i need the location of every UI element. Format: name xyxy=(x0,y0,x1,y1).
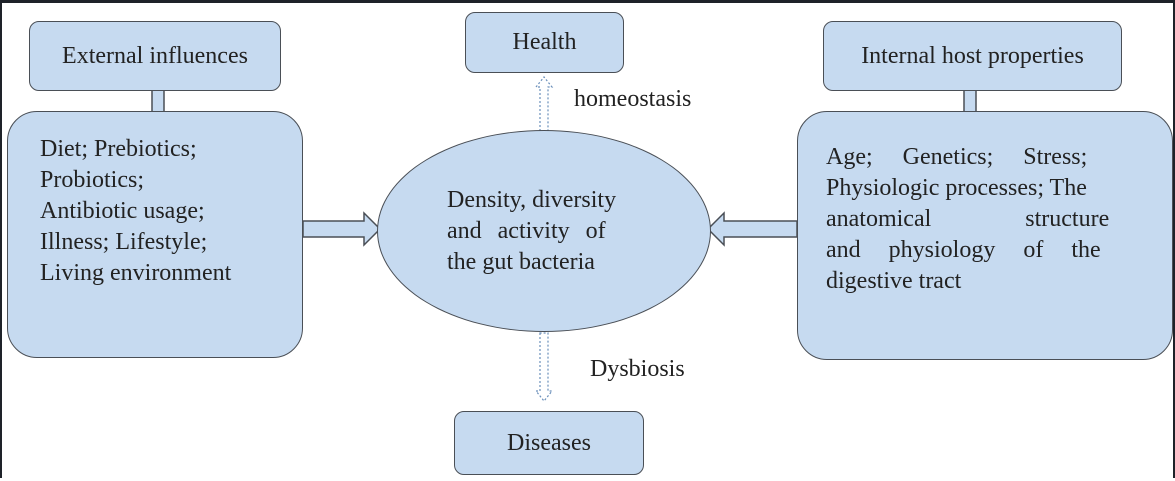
external-line: Probiotics; xyxy=(40,167,145,193)
gut-bacteria-ellipse xyxy=(377,130,711,332)
center-line: the gut bacteria xyxy=(447,249,595,275)
homeostasis-arrow-icon xyxy=(534,76,554,132)
external-influences-box: Diet; Prebiotics; Probiotics; Antibiotic… xyxy=(7,111,303,358)
internal-host-properties-box: Age; Genetics; Stress; Physiologic proce… xyxy=(797,111,1173,360)
diseases-box: Diseases xyxy=(454,411,644,475)
internal-line: Age; Genetics; Stress; xyxy=(826,144,1088,170)
external-influences-title-box: External influences xyxy=(29,21,281,91)
internal-host-properties-title: Internal host properties xyxy=(861,42,1084,69)
homeostasis-label: homeostasis xyxy=(574,86,692,112)
internal-line: and physiology of the xyxy=(826,237,1101,263)
center-line: Density, diversity xyxy=(447,187,617,213)
internal-line: digestive tract xyxy=(826,268,962,294)
internal-line: anatomical structure xyxy=(826,206,1110,232)
center-line: and activity of xyxy=(447,218,606,244)
health-box: Health xyxy=(465,12,624,73)
diseases-label: Diseases xyxy=(507,429,591,456)
external-connector xyxy=(151,89,165,113)
external-line: Living environment xyxy=(40,260,232,286)
connector-layer xyxy=(151,76,977,402)
external-line: Illness; Lifestyle; xyxy=(40,229,208,255)
dysbiosis-arrow-icon xyxy=(534,332,554,402)
internal-host-properties-title-box: Internal host properties xyxy=(823,21,1122,91)
internal-line: Physiologic processes; The xyxy=(826,175,1087,201)
external-influences-title: External influences xyxy=(62,42,248,69)
dysbiosis-label: Dysbiosis xyxy=(590,356,685,382)
external-arrow-icon xyxy=(302,211,382,247)
external-line: Diet; Prebiotics; xyxy=(40,136,197,162)
internal-connector xyxy=(963,89,977,113)
health-label: Health xyxy=(512,29,577,55)
gut-bacteria-text: Density, diversity and activity of the g… xyxy=(447,185,642,278)
external-line: Antibiotic usage; xyxy=(40,198,205,224)
internal-arrow-icon xyxy=(706,211,798,247)
